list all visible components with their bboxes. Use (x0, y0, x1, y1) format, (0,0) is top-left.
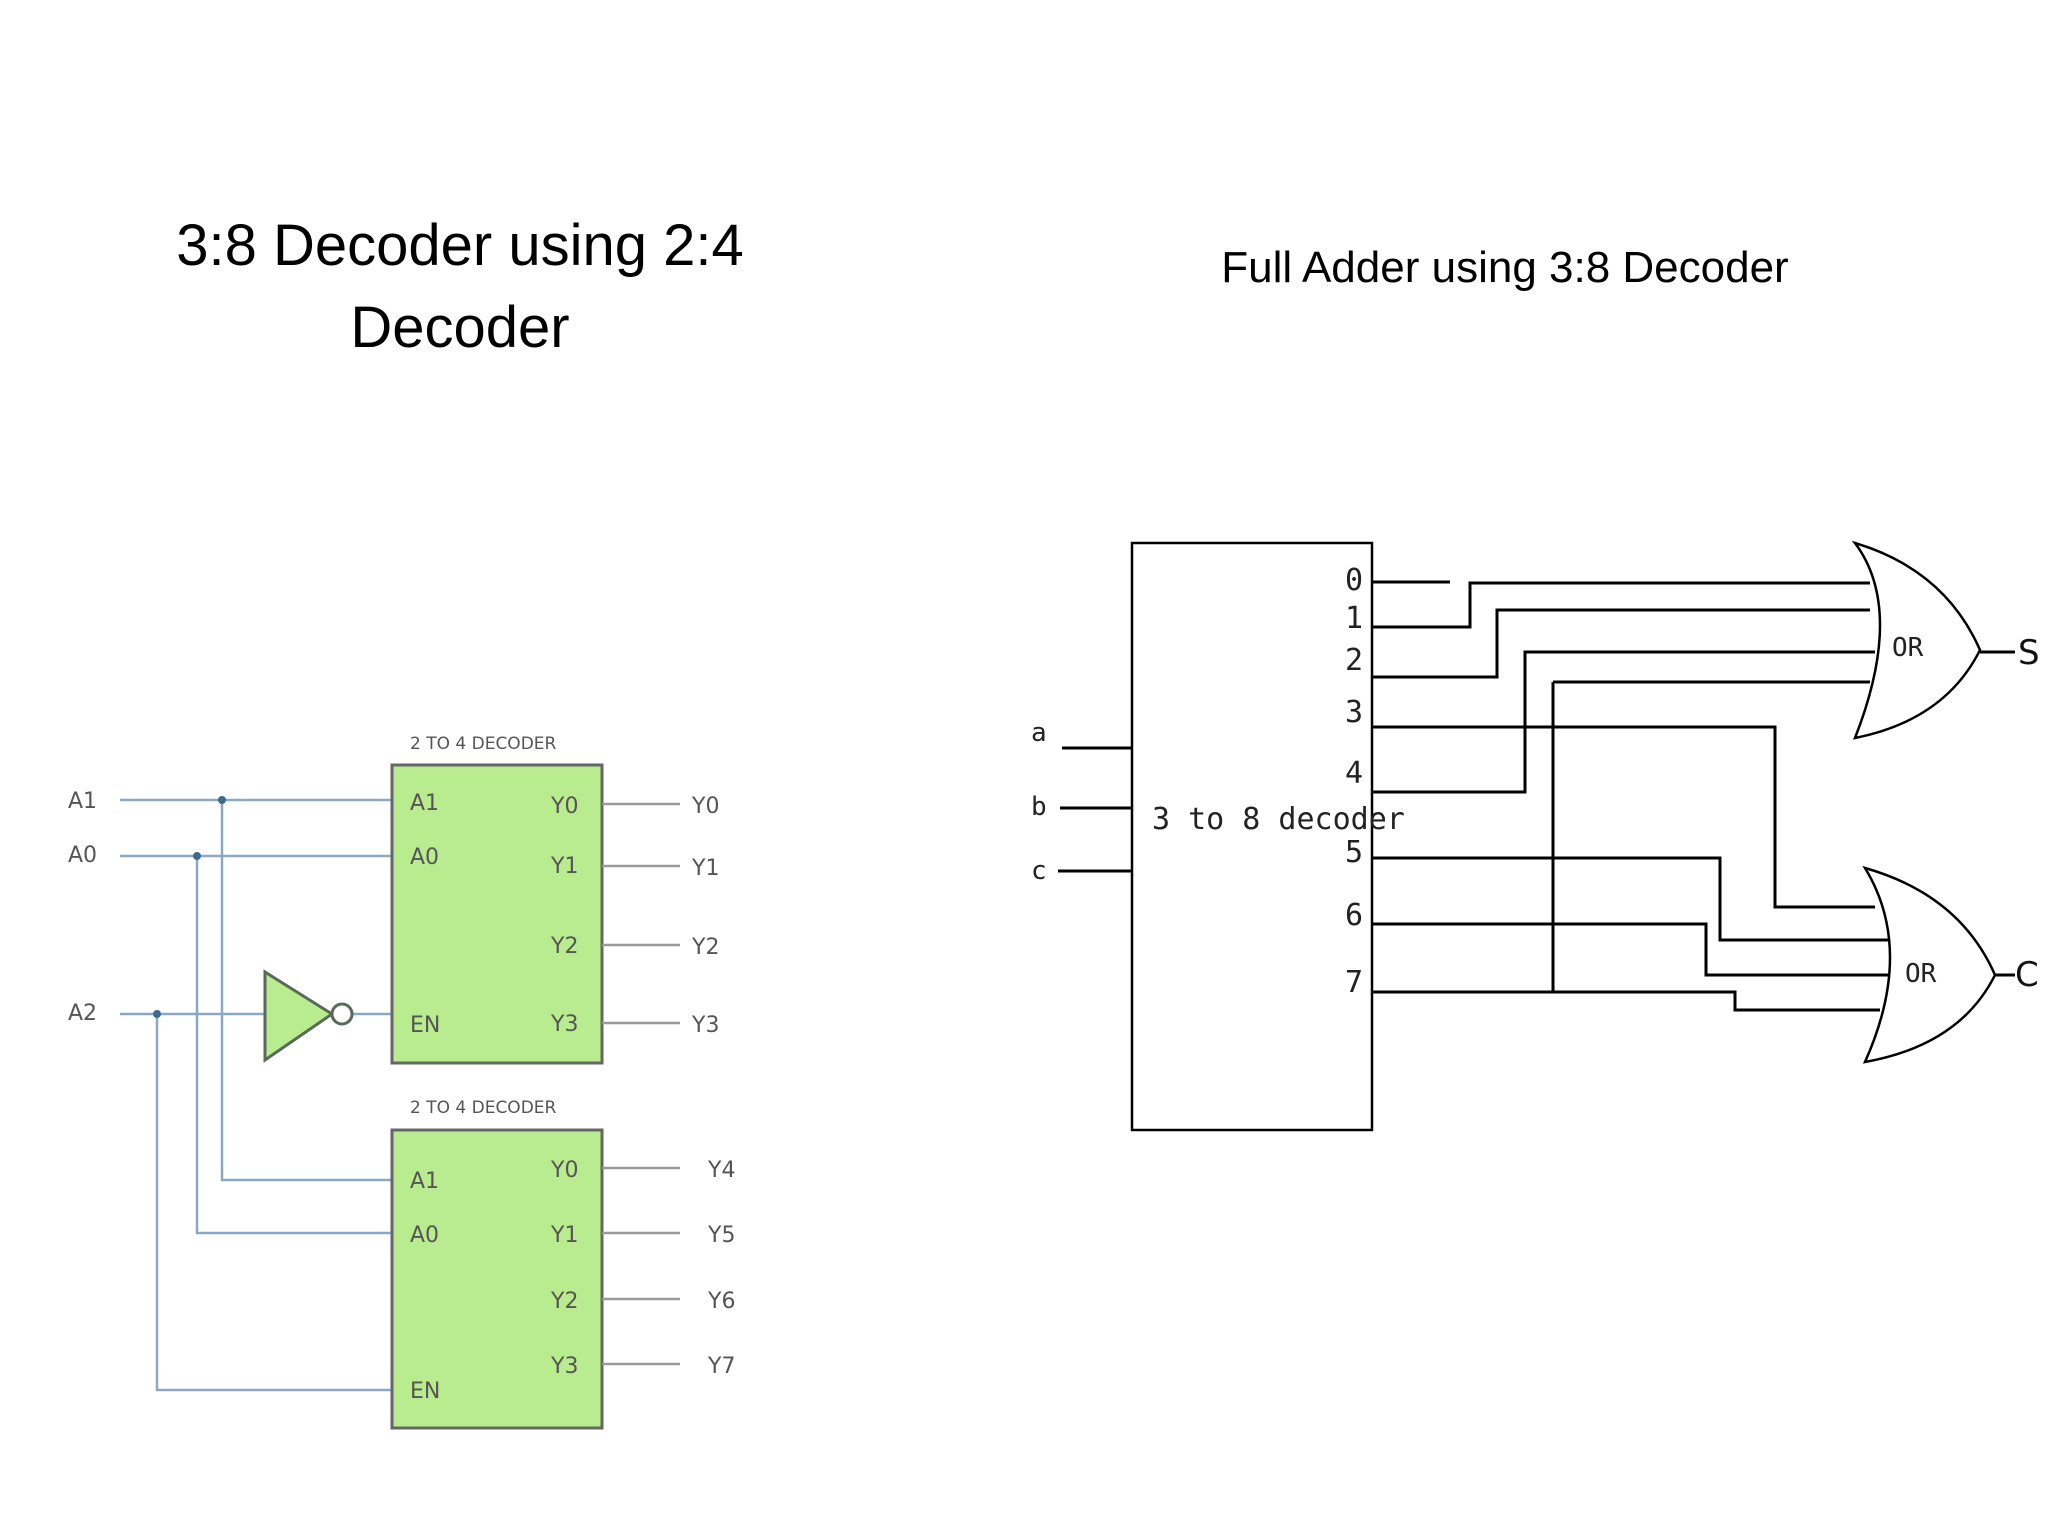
left-title-line2: Decoder (350, 295, 570, 360)
output-pin-4: 4 (1345, 756, 1363, 791)
decoder2-out-y1: Y1 (550, 1223, 578, 1248)
not-gate (263, 969, 335, 1063)
wire-a1-branch (220, 800, 392, 1182)
decoder2-out-y3: Y3 (550, 1354, 578, 1379)
wire-out-7 (1372, 990, 1880, 1012)
left-title-line1: 3:8 Decoder using 2:4 (176, 213, 744, 278)
decoder1-in-a1: A1 (410, 791, 439, 816)
decoder2-in-en: EN (410, 1379, 440, 1404)
decoder1-caption: 2 TO 4 DECODER (410, 734, 557, 754)
decoder1-in-en: EN (410, 1013, 440, 1038)
decoder-3to8-box (1130, 541, 1374, 1132)
wire-out-1 (1372, 581, 1870, 629)
decoder1-in-a0: A0 (410, 845, 439, 870)
wire-out-5 (1372, 856, 1890, 942)
output-pin-2: 2 (1345, 643, 1363, 678)
output-label-y1: Y1 (691, 856, 719, 881)
output-pin-5: 5 (1345, 835, 1363, 870)
decoder2-out-y2: Y2 (550, 1289, 578, 1314)
input-label-c: c (1031, 856, 1047, 886)
decoder-3to8-label: 3 to 8 decoder (1152, 802, 1405, 837)
input-label-a1: A1 (68, 789, 97, 814)
carry-output-label: C (2015, 955, 2039, 995)
wire-out-2 (1372, 608, 1870, 679)
decoder1-out-y1: Y1 (550, 854, 578, 879)
or-gate-sum (1851, 540, 1982, 740)
output-label-y2: Y2 (691, 935, 719, 960)
input-label-a: a (1031, 718, 1047, 748)
not-gate-bubble (330, 1002, 354, 1026)
output-label-y0: Y0 (691, 794, 719, 819)
output-label-y4: Y4 (707, 1158, 735, 1183)
wire-a2-branch (155, 1014, 392, 1392)
output-label-y6: Y6 (707, 1289, 735, 1314)
wire-out-6 (1372, 922, 1890, 977)
decoder2-caption: 2 TO 4 DECODER (410, 1098, 557, 1118)
decoder1-out-y0: Y0 (550, 794, 578, 819)
output-pin-0: 0 (1345, 563, 1363, 598)
input-label-b: b (1031, 792, 1047, 822)
decoder2-in-a1: A1 (410, 1169, 439, 1194)
wire-a0-branch (195, 856, 392, 1235)
decoder1-out-y3: Y3 (550, 1012, 578, 1037)
input-label-a0: A0 (68, 843, 97, 868)
wire-out-4 (1372, 650, 1875, 794)
output-label-y7: Y7 (707, 1354, 735, 1379)
output-label-y3: Y3 (691, 1013, 719, 1038)
junction-a0 (193, 852, 201, 860)
output-pin-3: 3 (1345, 695, 1363, 730)
left-diagram: A1 A0 A2 2 TO 4 DECODER A1 A0 EN Y0 Y1 Y… (68, 734, 735, 1430)
left-diagram-title: 3:8 Decoder using 2:4 Decoder (100, 205, 820, 369)
or-gate-carry-label: OR (1905, 959, 1937, 989)
output-pin-7: 7 (1345, 965, 1363, 1000)
input-label-a2: A2 (68, 1001, 97, 1026)
right-diagram-title: Full Adder using 3:8 Decoder (1221, 243, 1789, 292)
decoder2-in-a0: A0 (410, 1223, 439, 1248)
or-gate-sum-label: OR (1892, 633, 1924, 663)
sum-output-label: S (2018, 633, 2040, 673)
or-gate-carry (1862, 865, 1997, 1064)
decoder1-out-y2: Y2 (550, 934, 578, 959)
decoder1-box (390, 763, 604, 1065)
wire-out-3 (1372, 725, 1875, 909)
junction-a1 (218, 796, 226, 804)
decoder2-out-y0: Y0 (550, 1158, 578, 1183)
output-pin-6: 6 (1345, 898, 1363, 933)
output-pin-1: 1 (1345, 601, 1363, 636)
right-diagram: 3 to 8 decoder a b c 0 1 2 3 4 5 6 7 OR … (1031, 540, 2040, 1132)
output-label-y5: Y5 (707, 1223, 735, 1248)
junction-a2 (153, 1010, 161, 1018)
decoder2-box (390, 1128, 604, 1430)
